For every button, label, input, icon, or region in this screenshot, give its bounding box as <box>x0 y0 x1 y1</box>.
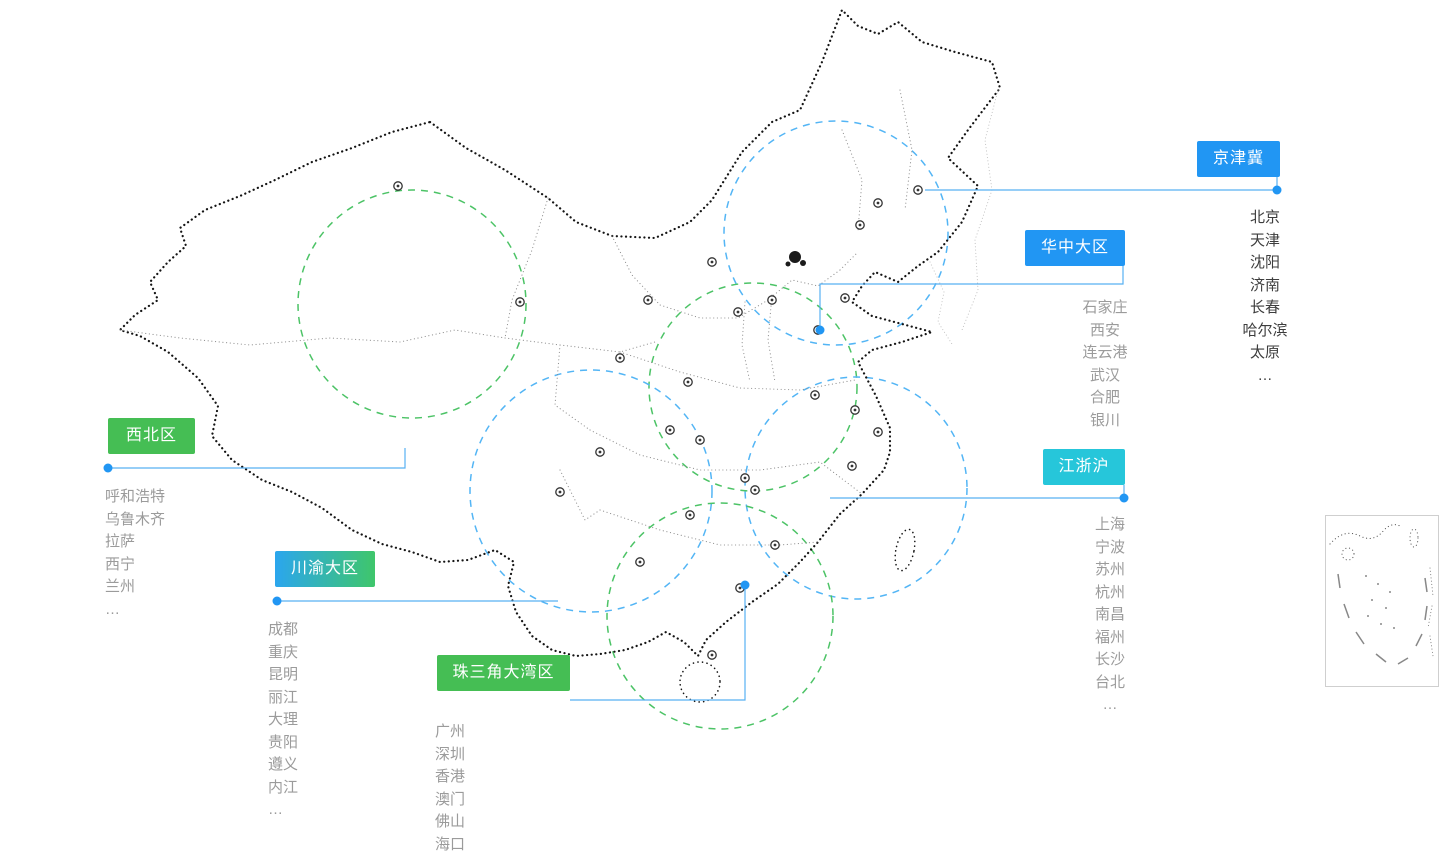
anchor-dot-jiangzhehu <box>1119 493 1129 503</box>
city-item: 银川 <box>1089 411 1120 429</box>
connector-xibei <box>108 448 406 469</box>
region-label-chuanyu[interactable]: 川渝大区 <box>275 551 375 587</box>
city-item: 太原 <box>1249 344 1280 361</box>
inset-map-graphic <box>1329 524 1434 665</box>
city-item: 广州 <box>435 723 466 740</box>
city-item: 北京 <box>1249 209 1280 226</box>
anchor-dot-jingjinji <box>1272 185 1282 195</box>
city-item: 成都 <box>268 621 299 638</box>
connector-huazhong <box>819 266 1124 330</box>
city-item: 连云港 <box>1082 344 1128 361</box>
city-item: 丽江 <box>268 688 299 706</box>
region-circle-zhusanjiao <box>606 502 834 730</box>
connector-jingjinji <box>925 177 1278 191</box>
city-item: … <box>268 801 283 818</box>
south-china-sea-inset <box>1325 515 1439 687</box>
city-item: 深圳 <box>435 745 466 763</box>
inset-taiwan <box>1409 528 1419 548</box>
city-item: 上海 <box>1094 516 1125 533</box>
city-item: 台北 <box>1094 673 1125 691</box>
anchor-dot-zhusanjiao <box>740 580 750 590</box>
region-circle-jiangzhehu <box>744 376 968 600</box>
city-item: 合肥 <box>1089 389 1120 406</box>
city-item: 西宁 <box>105 555 136 573</box>
city-list-jingjinji: 北京天津沈阳济南长春哈尔滨太原 … <box>1205 207 1325 387</box>
region-label-zhusanjiao[interactable]: 珠三角大湾区 <box>437 655 570 691</box>
region-label-jiangzhehu[interactable]: 江浙沪 <box>1043 449 1125 485</box>
city-item: 贵阳 <box>268 733 299 751</box>
region-circle-chuanyu <box>469 369 713 613</box>
city-item: 南昌 <box>1094 606 1125 623</box>
city-item: … <box>1102 696 1118 713</box>
city-item: 哈尔滨 <box>1242 321 1288 339</box>
city-item: 乌鲁木齐 <box>105 510 166 528</box>
city-item: … <box>435 858 450 868</box>
city-item: 苏州 <box>1094 561 1125 578</box>
city-item: 昆明 <box>268 666 299 683</box>
city-list-xibei: 呼和浩特乌鲁木齐拉萨西宁兰州 … <box>105 486 165 621</box>
city-item: 拉萨 <box>105 533 136 550</box>
connector-zhusanjiao <box>570 585 746 701</box>
city-item: 天津 <box>1249 231 1280 249</box>
city-item: 澳门 <box>435 790 466 808</box>
city-list-chuanyu: 成都重庆昆明丽江大理贵阳遵义内江 … <box>268 619 298 822</box>
region-label-xibei[interactable]: 西北区 <box>108 418 195 454</box>
city-item: 香港 <box>435 768 466 785</box>
city-list-huazhong: 石家庄西安连云港武汉合肥银川 <box>1045 297 1165 432</box>
connector-jiangzhehu <box>830 485 1125 499</box>
city-item: 福州 <box>1094 628 1125 646</box>
city-item: 内江 <box>268 778 299 796</box>
region-circle-jingjinji <box>723 120 949 346</box>
city-item: … <box>105 600 120 618</box>
city-item: 济南 <box>1249 276 1280 294</box>
city-item: 宁波 <box>1094 538 1125 556</box>
anchor-dot-chuanyu <box>272 596 282 606</box>
city-item: 呼和浩特 <box>105 488 166 505</box>
city-item: 大理 <box>268 711 299 728</box>
region-label-jingjinji[interactable]: 京津冀 <box>1197 141 1280 177</box>
city-list-jiangzhehu: 上海宁波苏州杭州南昌福州长沙台北 … <box>1050 514 1170 717</box>
taiwan-island <box>894 528 916 572</box>
adjacent-coastlines <box>929 89 999 345</box>
city-item: 兰州 <box>105 578 136 595</box>
region-connectors <box>103 177 1282 701</box>
city-item: 沈阳 <box>1249 254 1280 271</box>
city-item: 武汉 <box>1089 366 1120 384</box>
city-item: 佛山 <box>435 813 466 830</box>
city-item: 长沙 <box>1094 651 1125 668</box>
region-circle-xibei <box>297 189 527 419</box>
inset-east-coastline <box>1427 567 1434 657</box>
city-item: 杭州 <box>1094 583 1125 601</box>
city-item: 长春 <box>1249 299 1280 316</box>
hainan-island <box>679 661 721 703</box>
beijing-cluster <box>785 251 806 267</box>
anchor-dot-xibei <box>103 463 113 473</box>
city-item: … <box>1257 366 1273 384</box>
city-markers <box>393 181 923 660</box>
inset-nine-dash-line <box>1337 573 1428 665</box>
region-circle-huazhong <box>648 282 858 492</box>
city-item: 西安 <box>1089 321 1120 339</box>
city-item: 遵义 <box>268 756 299 773</box>
city-item: 海口 <box>435 835 466 853</box>
inset-hainan <box>1341 547 1355 561</box>
city-item: 重庆 <box>268 643 299 661</box>
region-label-huazhong[interactable]: 华中大区 <box>1025 230 1125 266</box>
china-outline <box>117 8 1002 658</box>
anchor-dot-huazhong <box>815 325 825 335</box>
city-list-zhusanjiao: 广州深圳香港澳门佛山海口 … <box>435 721 465 868</box>
inset-islands <box>1365 575 1395 629</box>
city-item: 石家庄 <box>1082 299 1128 316</box>
province-borders <box>119 89 913 546</box>
